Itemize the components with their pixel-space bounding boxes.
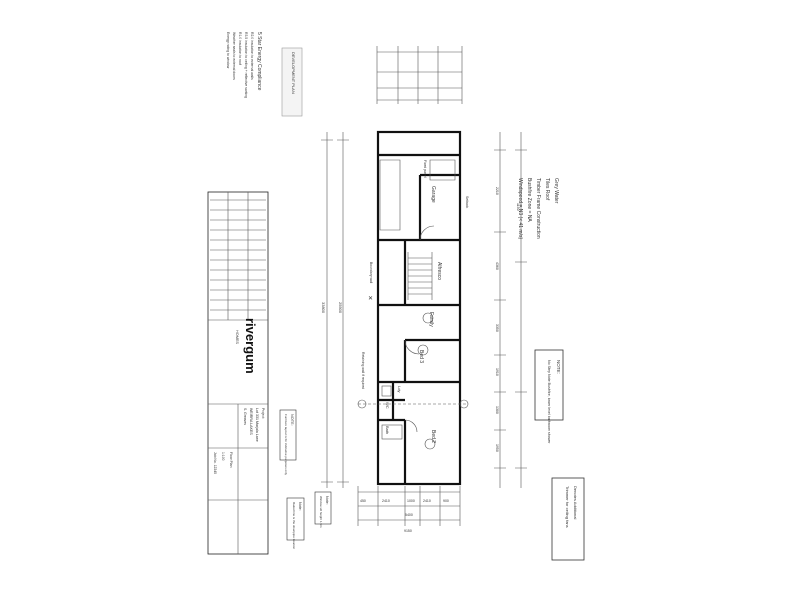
vert-dim-2: 4360 xyxy=(495,262,499,270)
energy-line-1: R2.0 insulation to external walls xyxy=(250,32,254,80)
additional-trimmer-note: Denotes Additional Trimmer for ceiling f… xyxy=(551,477,585,561)
fixed-panel-label: Fixed panel xyxy=(423,160,427,178)
drainage-label: Retaining wall if required xyxy=(361,352,365,389)
furniture-note-body: Furniture layout is for indicative purpo… xyxy=(284,414,288,476)
title-block: rivergum HOMES Project: Lot 331 Marjala … xyxy=(207,191,269,555)
top-dimension-strings xyxy=(376,46,463,104)
stamp-text: DEVELOPMENT PLAN xyxy=(291,52,296,94)
spec-note-4: Tiles Roof xyxy=(544,178,550,201)
room-bed2: Bed 2 xyxy=(430,430,436,443)
lot-length-dim: 25500 xyxy=(338,302,343,314)
bath-icon xyxy=(381,424,403,440)
energy-line-2: R3.5 insulation to ceiling + reflective … xyxy=(244,32,248,98)
vert-dim-6: 1950 xyxy=(495,444,499,452)
room-family: Family xyxy=(428,312,434,327)
downpipe-body: Raked line is the downpipe location xyxy=(292,502,296,549)
energy-notes: 5 Star Energy Compliance R2.0 insulation… xyxy=(226,32,262,98)
room-wc: WC xyxy=(385,402,390,409)
row-dim-3: 1000 xyxy=(407,499,415,503)
ceiling-fan-icon xyxy=(417,344,429,356)
overall-dim: 33800 xyxy=(321,302,326,314)
energy-line-4: Weather seals to external doors xyxy=(232,32,236,80)
suburb: WEIRRA LAKES xyxy=(249,408,253,435)
spec-note-3: Timber Frame Construction xyxy=(535,178,541,239)
trimmer-body: Trimmer for ceiling fans xyxy=(565,486,570,528)
row-dim-5: 900 xyxy=(443,499,449,503)
overall-dimension-lines: 33800 25500 2210 4360 3350 1910 1300 195… xyxy=(321,132,527,488)
sill-body: Window sill height 1.5m xyxy=(319,496,323,528)
toilet-icon xyxy=(381,385,392,397)
energy-line-5: Energy rating to window xyxy=(226,32,230,69)
sill-heading: Note: xyxy=(325,496,329,505)
bottom-dimension-strings: 9150 450 2410 1000 2410 900 5400 xyxy=(357,486,461,533)
row-dim-4: 2410 xyxy=(423,499,431,503)
development-stamp: DEVELOPMENT PLAN xyxy=(281,47,303,117)
vert-dim-3: 3350 xyxy=(495,324,499,332)
downpipe-note: Note: Raked line is the downpipe locatio… xyxy=(286,497,305,549)
house-outline xyxy=(376,130,462,486)
vert-dim-7: 1150 xyxy=(516,203,520,211)
room-bath: Bath xyxy=(385,426,390,434)
trimmer-heading: Denotes Additional xyxy=(573,486,578,519)
job-number: Job No. 12345 xyxy=(213,452,217,474)
vert-dim-4: 1910 xyxy=(495,368,499,376)
room-garage: Garage xyxy=(430,186,436,203)
spec-notes: Windspeed = N3 (< 41 m/s) Bushfire Zone … xyxy=(517,178,559,239)
vert-dim-1: 2210 xyxy=(495,187,499,195)
room-bed3: Bed 3 xyxy=(418,350,424,363)
ceiling-fan-icon xyxy=(422,312,434,324)
energy-line-3: R1.0 insulation to roof xyxy=(238,32,242,65)
note-box: NOTE: No Step Note Bushfire, lower level… xyxy=(534,349,564,444)
energy-title: 5 Star Energy Compliance xyxy=(256,32,262,91)
spec-note-5: Grey Water xyxy=(553,178,559,204)
width-dim-a: 9150 xyxy=(404,529,412,533)
company-sub: HOMES xyxy=(235,330,239,344)
note-heading: NOTE: xyxy=(556,360,561,374)
client: S. Greaves xyxy=(243,408,247,425)
row-dim-1: 450 xyxy=(360,499,366,503)
furniture-note: NOTE: Furniture layout is for indicative… xyxy=(279,409,297,476)
row-dim-2: 2410 xyxy=(382,499,390,503)
project-label: Project: xyxy=(261,408,265,419)
company-logo: rivergum xyxy=(243,318,258,374)
downpipe-heading: Note: xyxy=(298,502,302,511)
drawing-scale: 1:100 xyxy=(221,452,225,461)
setback-label: Setback xyxy=(465,196,469,209)
north-arrow-icon: ✕ xyxy=(368,296,373,302)
note-body: No Step Note Bushfire, lower level bathr… xyxy=(547,360,551,444)
room-ldy: Ldy xyxy=(397,386,402,392)
furniture-note-heading: NOTE: xyxy=(290,414,294,426)
width-dim-b: 5400 xyxy=(405,513,413,517)
section-markers: ✕ xyxy=(357,296,469,409)
vert-dim-5: 1300 xyxy=(495,406,499,414)
drawing-name: Floor Plan xyxy=(229,452,233,468)
spec-note-1: Windspeed = N3 (< 41 m/s) xyxy=(517,178,523,239)
ceiling-fan-icon xyxy=(424,438,436,450)
floor-plan: Garage Alfresco Family Bed 3 Bed 2 Bath … xyxy=(361,130,469,486)
spec-note-2: Bushfire Zone = NA xyxy=(526,178,532,222)
project-name: Lot 331 Marjala Lane xyxy=(255,408,259,442)
room-alfresco: Alfresco xyxy=(436,262,442,280)
window-sill-note: Note: Window sill height 1.5m xyxy=(314,491,332,528)
boundary-wall-label: Boundary wall xyxy=(369,262,373,284)
